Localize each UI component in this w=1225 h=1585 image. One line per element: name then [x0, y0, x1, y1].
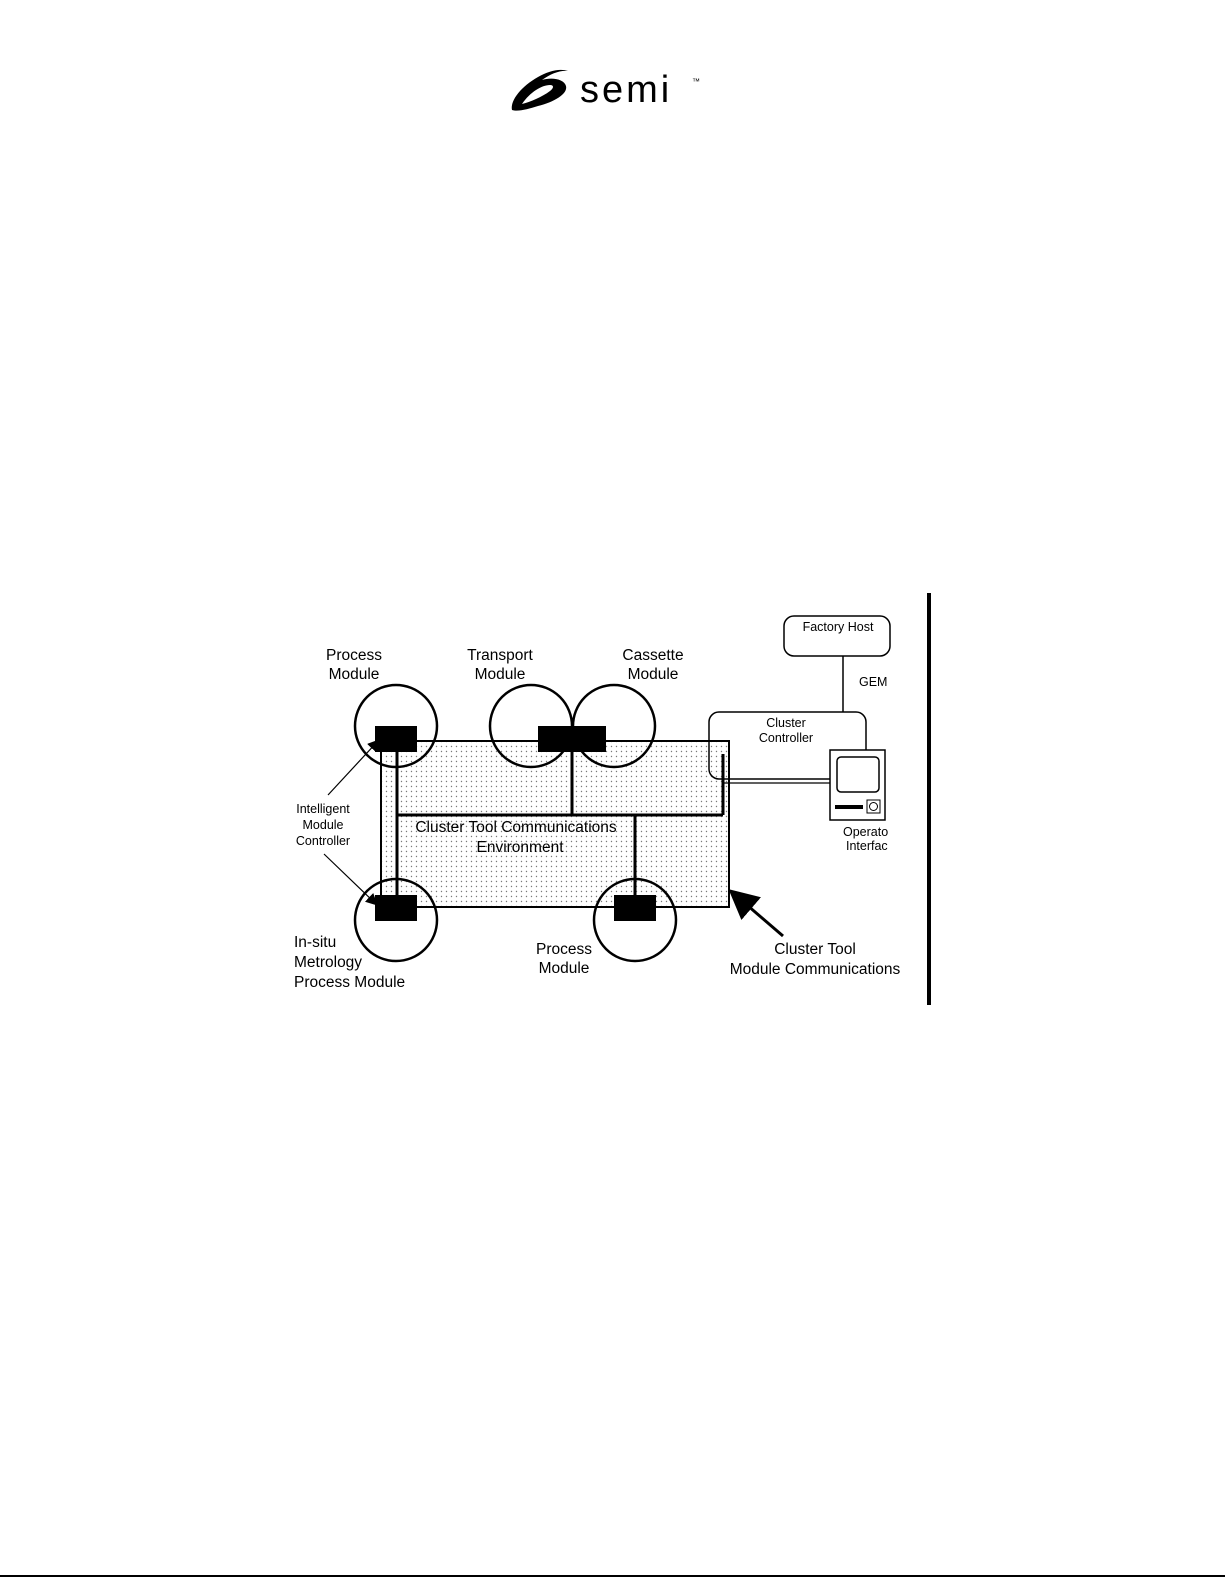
environment-label-line2: Environment: [476, 839, 564, 856]
insitu-module-label-line1: In-situ: [294, 934, 336, 951]
imc-label-line3: Controller: [296, 834, 350, 848]
factory-host-label: Factory Host: [803, 620, 874, 634]
process-module-bottom-label-line1: Process: [536, 941, 592, 958]
operator-interface-monitor-icon: [830, 750, 885, 820]
imc-label-line2: Module: [303, 818, 344, 832]
operator-interface-label-line2: Interfac: [846, 839, 888, 853]
imc-arrow-to-bottom: [324, 854, 376, 904]
controller-block-process-bottom: [614, 895, 656, 921]
module-communications-arrow: [733, 893, 783, 936]
cluster-controller-label-line2: Controller: [759, 731, 813, 745]
controller-block-insitu: [375, 895, 417, 921]
gem-label: GEM: [859, 675, 887, 689]
process-module-top-label-line1: Process: [326, 647, 382, 664]
transport-module-label-line1: Transport: [467, 647, 533, 664]
imc-label-line1: Intelligent: [296, 802, 350, 816]
imc-arrow-to-top: [328, 741, 378, 795]
module-communications-label-line2: Module Communications: [730, 961, 901, 978]
controller-block-process-top: [375, 726, 417, 752]
cluster-controller-label-line1: Cluster: [766, 716, 806, 730]
cassette-module-label-line2: Module: [628, 666, 679, 683]
controller-block-transport: [538, 726, 606, 752]
cassette-module-label-line1: Cassette: [622, 647, 683, 664]
environment-label-line1: Cluster Tool Communications: [415, 819, 617, 836]
transport-module-label-line2: Module: [475, 666, 526, 683]
insitu-module-label-line2: Metrology: [294, 954, 362, 971]
process-module-top-label-line2: Module: [329, 666, 380, 683]
insitu-module-label-line3: Process Module: [294, 974, 405, 991]
module-communications-label-line1: Cluster Tool: [774, 941, 856, 958]
page-bottom-rule: [0, 1575, 1225, 1577]
operator-interface-label-line1: Operato: [843, 825, 888, 839]
process-module-bottom-label-line2: Module: [539, 960, 590, 977]
